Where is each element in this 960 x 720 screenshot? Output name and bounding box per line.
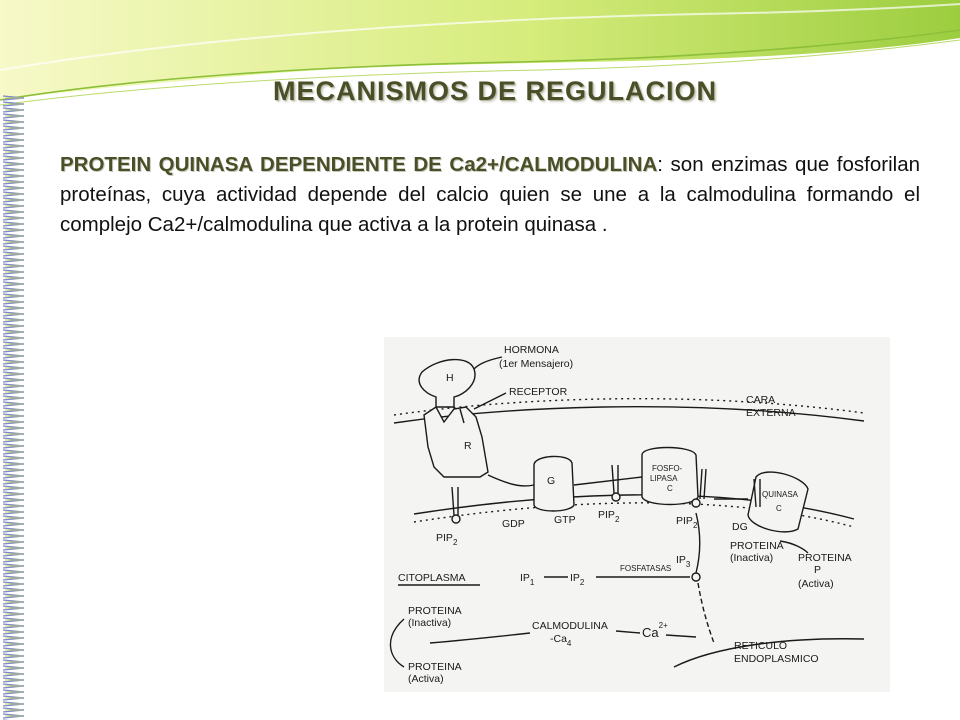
reticulo-label: RETICULO [734,640,787,652]
calcium-label: Ca2+ [642,621,668,640]
ip2-label: IP2 [570,572,585,587]
pip2-label-middle: PIP2 [598,509,620,524]
g-protein-label: G [547,475,555,487]
kinase-c-shape [747,471,809,533]
receptor-label: RECEPTOR [509,386,568,398]
receptor-to-g-arrow [487,474,535,487]
ip3-to-er-arrow [697,582,715,644]
paragraph-lead: PROTEIN QUINASA DEPENDIENTE DE Ca2+/CALM… [60,153,658,176]
endoplasmico-label: ENDOPLASMICO [734,653,819,665]
quinasa-c-label: C [776,504,782,513]
membrane-line-top [393,405,865,424]
phospholipase-shape [641,446,699,506]
hormone-letter: H [446,372,454,384]
pip2-lipid-3 [691,498,701,508]
calmodulina-label: CALMODULINA [532,620,608,632]
activa-bottom-label: (Activa) [408,673,444,685]
gtp-label: GTP [554,514,576,526]
pip2-lipid-2 [611,492,621,502]
p-label: P [814,564,821,576]
membrane-outer-layer [393,397,865,416]
top-swoosh-decoration [0,0,960,106]
hormone-shape [418,358,476,408]
externa-label: EXTERNA [746,407,796,419]
lipasa-label: LIPASA [650,474,678,483]
er-to-calcium-arrow [665,634,697,638]
calcium-to-calmodulin-arrow [615,630,641,634]
receptor-letter: R [464,440,472,452]
signaling-diagram: H HORMONA (1er Mensajero) R RECEPTOR G F… [384,337,890,692]
citoplasma-label: CITOPLASMA [398,572,466,584]
receptor-shape [423,405,489,478]
fosfo-label: FOSFO- [652,464,683,473]
pip2-label-left: PIP2 [436,532,458,547]
hormone-to-receptor-arrow [459,408,465,424]
ca4-label: -Ca4 [550,633,572,648]
proteina-p-label: PROTEINA [798,552,852,564]
slide-title: MECANISMOS DE REGULACION [272,76,718,106]
reticulo-membrane [673,638,865,668]
lipid-tails [451,464,761,516]
hormona-label: HORMONA [504,344,559,356]
receptor-pointer [473,392,507,410]
activa-top-label: (Activa) [798,578,834,590]
paragraph-rest: : son enzimas que fosforilan proteínas, … [60,153,920,236]
hormone-arrow [473,356,503,370]
left-decorative-border [0,95,28,720]
proteina-inactiva-bottom: PROTEINA [408,605,462,617]
mensajero-label: (1er Mensajero) [499,358,573,370]
calmodulin-activation-arrow [389,618,405,668]
fosfatasas-label: FOSFATASAS [620,564,671,573]
calmodulin-to-protein-arrow [429,632,531,644]
proteina-inactiva-top: PROTEINA [730,540,784,552]
gdp-label: GDP [502,518,525,530]
lipasa-c-label: C [667,484,673,493]
inactiva-bottom-label: (Inactiva) [408,617,451,629]
g-protein-shape [533,455,575,512]
quinasa-label: QUINASA [762,490,799,499]
cara-label: CARA [746,394,775,406]
pip2-label-right: PIP2 [676,515,698,530]
g-to-lipase-arrow [573,476,643,486]
kinase-activation-arrow [779,540,809,554]
body-paragraph: PROTEIN QUINASA DEPENDIENTE DE Ca2+/CALM… [60,150,920,240]
inactiva-top-label: (Inactiva) [730,552,773,564]
dg-label: DG [732,521,748,533]
ip1-label: IP1 [520,572,535,587]
ip3-molecule [691,572,701,582]
ip3-release-arrow [695,512,701,574]
ip3-label: IP3 [676,554,691,569]
pip2-lipid-1 [451,514,461,524]
proteina-activa-bottom: PROTEINA [408,661,462,673]
